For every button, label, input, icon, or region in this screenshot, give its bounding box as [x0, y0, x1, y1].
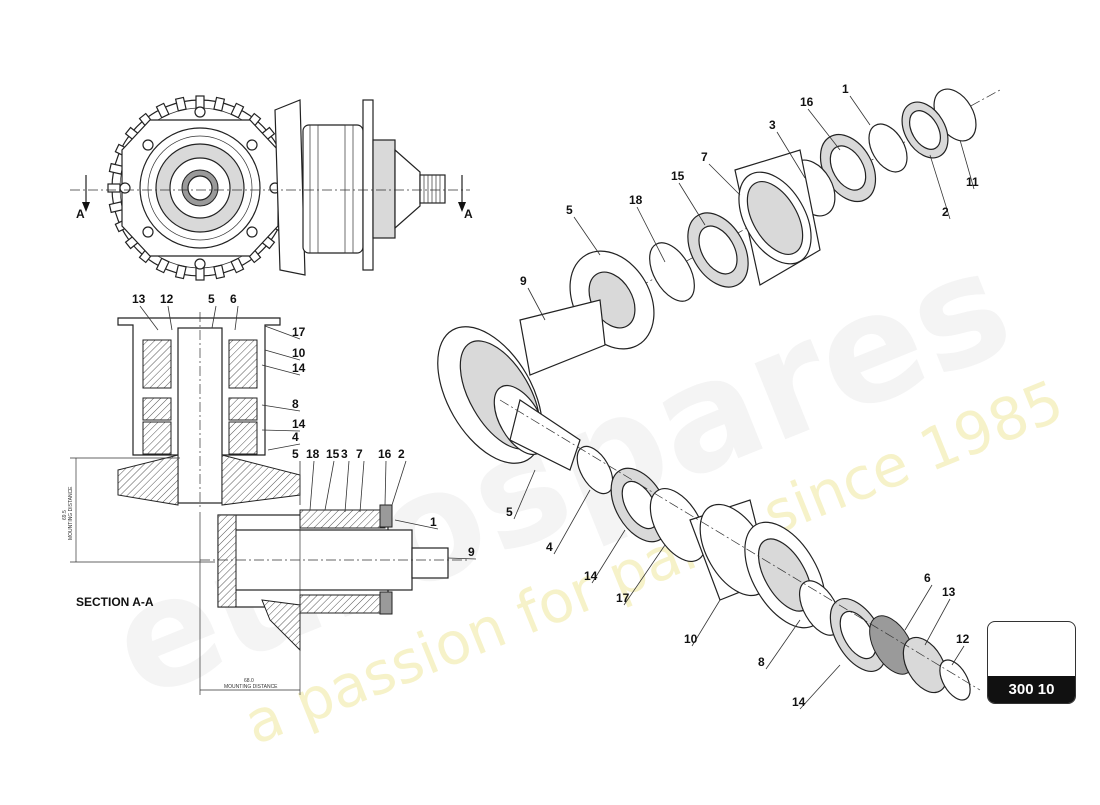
callout-leader: [636, 206, 666, 263]
callout-leader: [167, 305, 173, 331]
callout-number: 16: [800, 95, 814, 109]
callout-number: 16: [378, 447, 392, 461]
callout-number: 13: [132, 292, 146, 306]
callout-leader: [573, 216, 601, 256]
callout-leader: [708, 163, 741, 196]
callout-number: 5: [292, 447, 299, 461]
callout-leader: [264, 325, 301, 340]
callout-leader: [394, 519, 439, 530]
callout-number: 17: [616, 591, 630, 605]
mounting-distance-vertical-caption: MOUNTING DISTANCE: [68, 486, 74, 540]
callout-leader: [309, 460, 315, 511]
section-title: SECTION A-A: [76, 595, 154, 609]
callout-leader: [139, 305, 159, 331]
callout-number: 14: [792, 695, 806, 709]
callout-leader: [553, 489, 591, 555]
callout-leader: [359, 460, 365, 513]
section-view-drawing: 69.5 MOUNTING DISTANCE 68.0 MOUNTING DIS…: [62, 312, 470, 695]
callout-number: 12: [956, 632, 970, 646]
callout-number: 9: [520, 274, 527, 288]
page-code-badge: 300 10: [987, 621, 1076, 704]
section-marker-right: A: [458, 175, 473, 221]
callout-leader: [904, 584, 933, 631]
callout-leader: [261, 404, 301, 412]
callout-number: 10: [684, 632, 698, 646]
callout-leader: [678, 182, 706, 226]
callout-leader: [211, 305, 217, 329]
callout-number: 6: [230, 292, 237, 306]
callout-leader: [591, 529, 626, 584]
mounting-distance-vertical-value: 69.5: [62, 510, 68, 520]
page-code-label: 300 10: [988, 676, 1075, 703]
exploded-view: [437, 88, 1001, 701]
callout-number: 15: [671, 169, 685, 183]
callout-number: 12: [160, 292, 174, 306]
callout-leader: [765, 619, 801, 670]
callout-leader: [267, 443, 301, 451]
mounting-distance-horizontal-caption: MOUNTING DISTANCE: [224, 684, 278, 690]
section-marker-left: A: [76, 175, 90, 221]
callout-number: 2: [942, 205, 949, 219]
callout-number: 1: [842, 82, 849, 96]
callout-leader: [776, 131, 806, 179]
callout-number: 4: [292, 430, 299, 444]
section-marker-right-label: A: [464, 207, 473, 221]
callout-leader: [959, 139, 975, 190]
dimension-vertical: 69.5 MOUNTING DISTANCE: [62, 457, 215, 563]
callout-number: 18: [629, 193, 643, 207]
callout-number: 2: [398, 447, 405, 461]
callout-number: 14: [292, 417, 306, 431]
callout-number: 13: [942, 585, 956, 599]
callout-number: 10: [292, 346, 306, 360]
callout-number: 3: [769, 118, 776, 132]
callout-leader: [261, 364, 301, 376]
callout-number: 8: [758, 655, 765, 669]
callout-leader: [849, 95, 871, 126]
callout-leader: [391, 460, 407, 506]
callout-number: 9: [468, 545, 475, 559]
callout-leader: [623, 544, 666, 606]
callout-number: 8: [292, 397, 299, 411]
callout-leader: [234, 305, 239, 331]
callout-leader: [527, 287, 546, 321]
callout-leader: [264, 349, 301, 361]
callout-number: 7: [356, 447, 363, 461]
section-marker-left-label: A: [76, 207, 85, 221]
callout-number: 3: [341, 447, 348, 461]
callout-number: 5: [208, 292, 215, 306]
callout-number: 5: [506, 505, 513, 519]
dimension-horizontal: 68.0 MOUNTING DISTANCE: [199, 512, 301, 695]
callout-number: 5: [566, 203, 573, 217]
callout-number: 1: [430, 515, 437, 529]
callout-leader: [344, 460, 350, 513]
callout-leader: [691, 599, 721, 647]
callout-number: 4: [546, 540, 553, 554]
callout-number: 18: [306, 447, 320, 461]
callout-number: 14: [584, 569, 598, 583]
callout-leader: [384, 460, 387, 506]
callout-leader: [924, 598, 951, 646]
callout-leader: [513, 469, 536, 520]
callout-leader: [929, 154, 951, 220]
end-view-drawing: A A: [70, 95, 473, 281]
callout-leader: [951, 645, 965, 666]
callout-number: 14: [292, 361, 306, 375]
mounting-distance-horizontal-value: 68.0: [244, 678, 254, 684]
callout-number: 6: [924, 571, 931, 585]
callout-leader: [807, 108, 841, 151]
callout-leader: [261, 429, 301, 432]
callout-leader: [799, 664, 841, 710]
callout-number: 7: [701, 150, 708, 164]
callout-number: 11: [966, 175, 979, 189]
callout-leader: [324, 460, 335, 511]
callout-number: 15: [326, 447, 340, 461]
callout-number: 17: [292, 325, 306, 339]
callout-leader: [447, 557, 477, 560]
